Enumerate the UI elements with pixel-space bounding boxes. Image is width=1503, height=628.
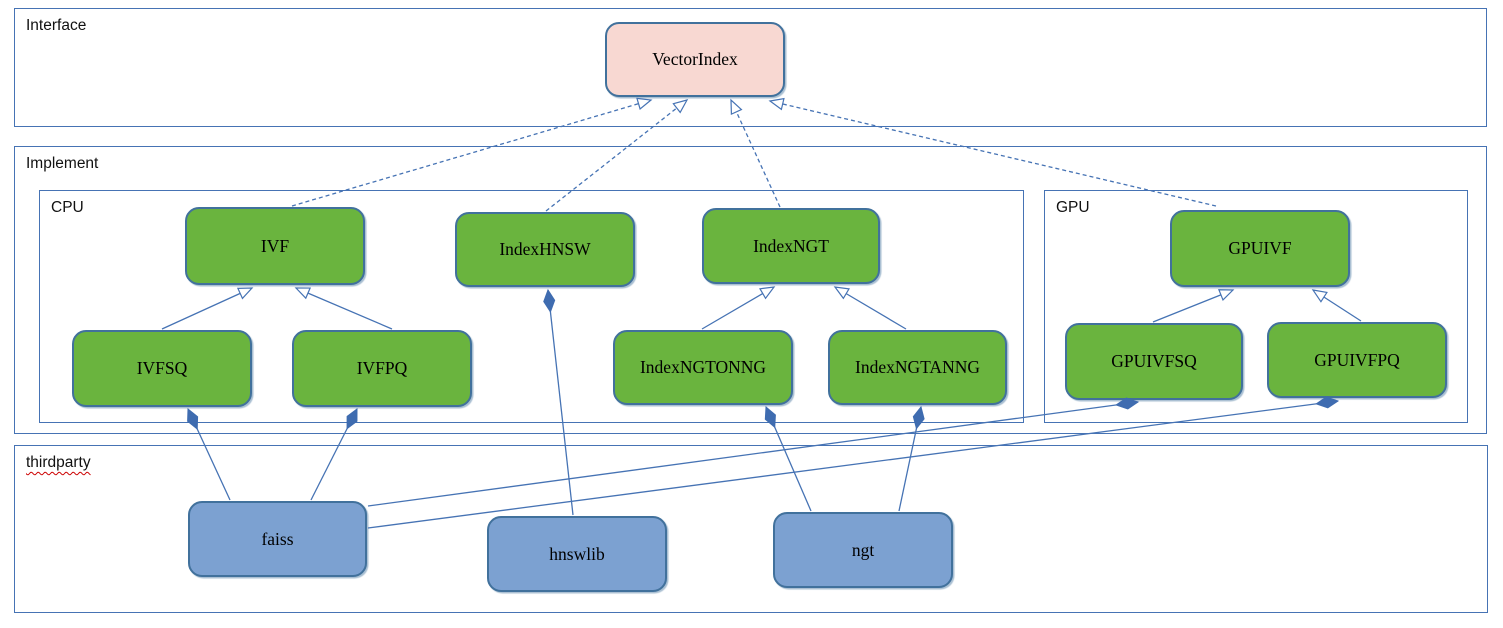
node-gpuivfsq-label: GPUIVFSQ <box>1111 351 1197 371</box>
node-ivf: IVF <box>185 207 365 285</box>
node-indexhnsw-label: IndexHNSW <box>499 239 591 259</box>
container-thirdparty-label: thirdparty <box>26 454 91 471</box>
node-vectorindex: VectorIndex <box>605 22 785 97</box>
node-ngt-label: ngt <box>851 539 875 560</box>
node-gpuivfsq: GPUIVFSQ <box>1065 323 1243 400</box>
node-vectorindex-label: VectorIndex <box>652 49 738 69</box>
node-hnswlib: hnswlib <box>487 516 667 592</box>
node-indexngtanng: IndexNGTANNG <box>828 330 1007 405</box>
node-gpuivfpq-label: GPUIVFPQ <box>1314 349 1400 370</box>
node-ivfsq-label: IVFSQ <box>136 358 188 378</box>
node-gpuivf: GPUIVF <box>1170 210 1350 287</box>
container-interface-label: Interface <box>26 17 87 34</box>
node-ivfsq: IVFSQ <box>72 330 252 407</box>
node-ivfpq-label: IVFPQ <box>356 358 408 378</box>
node-gpuivfpq: GPUIVFPQ <box>1267 322 1447 398</box>
node-indexngtonng: IndexNGTONNG <box>613 330 793 405</box>
node-indexhnsw: IndexHNSW <box>455 212 635 287</box>
node-ivf-label: IVF <box>260 235 290 256</box>
node-ivfpq: IVFPQ <box>292 330 472 407</box>
node-indexngt-label: IndexNGT <box>753 235 829 256</box>
node-indexngt: IndexNGT <box>702 208 880 284</box>
node-faiss: faiss <box>188 501 367 577</box>
container-implement-label: Implement <box>26 155 99 172</box>
node-gpuivf-label: GPUIVF <box>1228 238 1292 258</box>
node-faiss-label: faiss <box>261 528 294 549</box>
node-indexngtanng-label: IndexNGTANNG <box>855 357 980 377</box>
node-ngt: ngt <box>773 512 953 588</box>
container-gpu-label: GPU <box>1056 199 1090 216</box>
node-hnswlib-label: hnswlib <box>549 543 605 564</box>
container-cpu-label: CPU <box>51 199 84 216</box>
node-indexngtonng-label: IndexNGTONNG <box>639 357 767 377</box>
